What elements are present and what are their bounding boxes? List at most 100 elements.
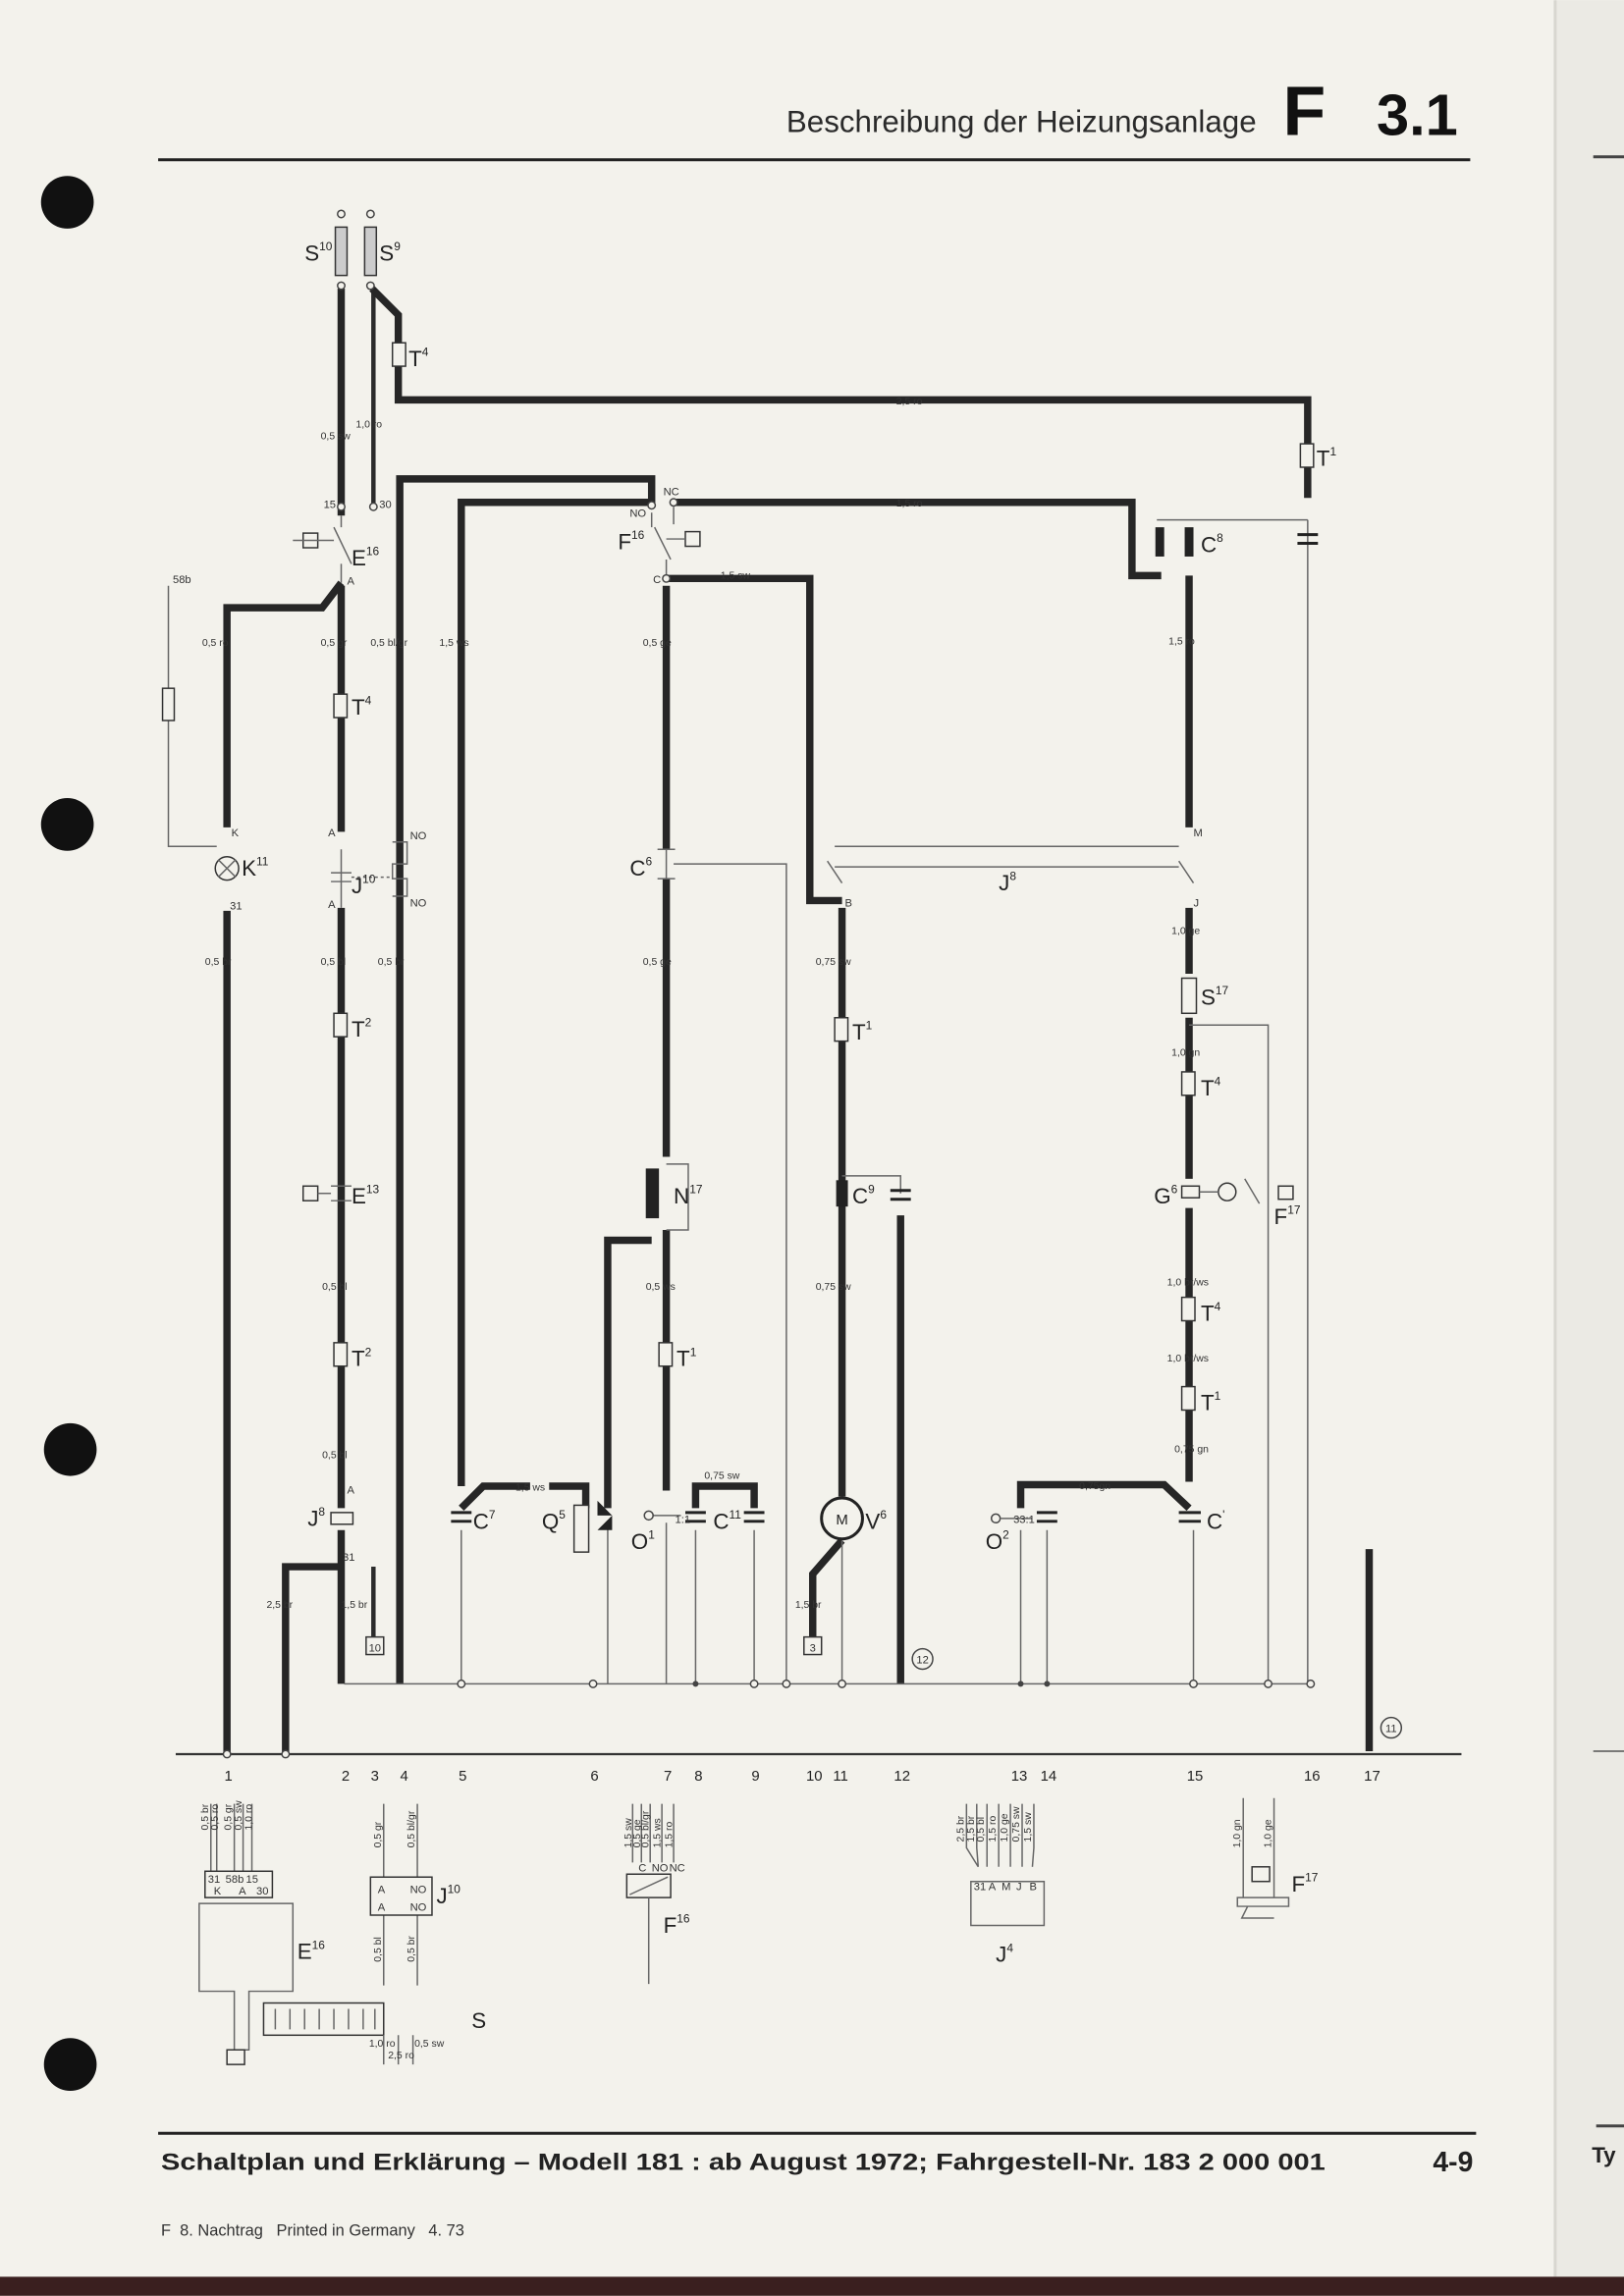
svg-text:1,0 ge: 1,0 ge: [1171, 927, 1200, 937]
svg-text:0,5 gr: 0,5 gr: [321, 638, 348, 649]
svg-text:K: K: [232, 828, 240, 839]
svg-text:31: 31: [974, 1882, 986, 1894]
svg-text:NO: NO: [410, 897, 427, 909]
label-N17: N17: [674, 1183, 703, 1208]
svg-text:C: C: [638, 1862, 646, 1874]
svg-text:0,5 bl: 0,5 bl: [373, 1937, 384, 1962]
label-J10: J10: [436, 1883, 460, 1908]
svg-text:A: A: [378, 1885, 386, 1896]
indicator-lamp-K11: [161, 687, 240, 881]
punch-hole: [43, 2038, 97, 2091]
label-T1: T1: [1201, 1389, 1221, 1415]
label-T2: T2: [352, 1345, 372, 1370]
j10-relay-view: A NO A NO 0,5 gr 0,5 bl/gr 0,5 bl 0,5 br…: [369, 1803, 460, 1986]
svg-text:31: 31: [343, 1552, 354, 1564]
svg-text:0,5 ro: 0,5 ro: [210, 1804, 221, 1831]
label-S9: S9: [379, 240, 401, 265]
svg-text:NO: NO: [629, 508, 646, 520]
svg-text:0,75 sw: 0,75 sw: [704, 1471, 739, 1482]
label-T4: T4: [352, 694, 372, 720]
page-title: Beschreibung der Heizungsanlage: [786, 104, 1257, 138]
print-note: F 8. Nachtrag Printed in Germany 4. 73: [161, 2222, 464, 2240]
glow-plug-O1: [643, 1510, 681, 1522]
label-J4: J4: [996, 1941, 1013, 1966]
relay-J10: [331, 841, 408, 908]
label-E13: E13: [352, 1183, 380, 1208]
capacitor-C9: [836, 1180, 911, 1207]
label-T4: T4: [1201, 1300, 1221, 1325]
svg-text:1: 1: [225, 1769, 233, 1785]
label-F17: F17: [1291, 1871, 1318, 1896]
svg-text:3: 3: [810, 1643, 816, 1655]
svg-text:0,5 bl: 0,5 bl: [976, 1817, 987, 1842]
fuse-S9: [363, 209, 378, 291]
svg-text:1,5 ws: 1,5 ws: [439, 638, 468, 649]
relay-J8: [827, 860, 1195, 883]
svg-text:11: 11: [833, 1769, 847, 1785]
svg-text:1,5 sw: 1,5 sw: [721, 570, 751, 581]
svg-text:0,5 bl: 0,5 bl: [321, 957, 347, 968]
svg-text:13: 13: [1011, 1769, 1028, 1785]
svg-text:0,5 gr: 0,5 gr: [373, 1821, 384, 1847]
label-K11: K11: [242, 855, 269, 881]
svg-text:0,5 bl: 0,5 bl: [322, 1451, 348, 1462]
motor-V6: M: [820, 1496, 864, 1541]
label-C8: C8: [1201, 531, 1223, 557]
svg-text:9: 9: [751, 1769, 759, 1785]
svg-text:0,5 bl/gr: 0,5 bl/gr: [406, 1810, 417, 1847]
svg-text:K: K: [214, 1886, 222, 1897]
svg-text:NO: NO: [410, 830, 427, 842]
capacitor-C1: [1178, 1511, 1201, 1523]
switch-E13: [301, 1185, 352, 1201]
track-numbers: 1 2 3 4 5 6 7 8 9 10 11 12 13 14 15 16 1…: [225, 1769, 1380, 1785]
svg-text:1,5 ro: 1,5 ro: [1168, 636, 1195, 647]
label-T4: T4: [1201, 1074, 1221, 1099]
svg-text:NO: NO: [652, 1862, 669, 1874]
label-V6: V6: [865, 1508, 887, 1533]
capacitor-C7: [451, 1511, 472, 1523]
svg-text:0,5 ge: 0,5 ge: [632, 1819, 643, 1847]
svg-text:1,5 sw: 1,5 sw: [623, 1818, 634, 1848]
svg-text:2,5 br: 2,5 br: [955, 1815, 966, 1842]
svg-text:0,5 ge: 0,5 ge: [643, 957, 672, 968]
bus-nodes: [222, 1679, 1316, 1759]
svg-text:A: A: [378, 1902, 386, 1914]
svg-text:2,5 ro: 2,5 ro: [388, 2051, 414, 2061]
j4-relay-view: 31 A M J B 2,5 br 1,5 br 0,5 bl 1,5 ro 1…: [955, 1803, 1046, 1967]
f17-switch-view: 1,0 gn 1,0 ge F17: [1232, 1797, 1319, 1919]
svg-text:12: 12: [916, 1654, 928, 1666]
svg-text:15: 15: [246, 1874, 258, 1886]
svg-text:0,75 sw: 0,75 sw: [816, 1282, 851, 1293]
svg-text:10: 10: [369, 1643, 381, 1655]
svg-text:14: 14: [1041, 1769, 1057, 1785]
glow-plug-O2: [990, 1511, 1057, 1524]
label-E16: E16: [298, 1938, 326, 1963]
svg-text:15: 15: [324, 500, 336, 511]
svg-text:11: 11: [1385, 1724, 1397, 1735]
svg-text:0,5 bl: 0,5 bl: [322, 1282, 348, 1293]
svg-text:1,5 ro: 1,5 ro: [896, 499, 923, 509]
svg-text:1,5 sw: 1,5 sw: [1023, 1812, 1034, 1842]
svg-text:1,0 ge: 1,0 ge: [1000, 1813, 1010, 1842]
svg-text:1,5 ro: 1,5 ro: [988, 1816, 999, 1842]
label-F17: F17: [1274, 1203, 1301, 1229]
coil-N17: [645, 1168, 660, 1219]
connectors: [333, 342, 1315, 1412]
svg-text:0,5 ws: 0,5 ws: [646, 1282, 676, 1293]
svg-text:J: J: [1194, 897, 1200, 909]
punch-hole: [40, 798, 94, 851]
label-E16: E16: [352, 544, 380, 569]
svg-text:1:1: 1:1: [676, 1514, 691, 1525]
svg-text:0,75gn: 0,75gn: [1079, 1481, 1110, 1492]
f16-switch-view: C NO NC 1,5 sw 0,5 ge 0,5 bl/gr 1,5 ws 1…: [623, 1803, 690, 1985]
svg-text:A: A: [989, 1882, 997, 1894]
svg-text:1,0 ge: 1,0 ge: [1264, 1819, 1274, 1847]
svg-text:1,0 ro: 1,0 ro: [244, 1804, 255, 1831]
adjacent-page-text: Ty: [1592, 2143, 1616, 2167]
svg-text:2: 2: [342, 1769, 350, 1785]
label-T1: T1: [1317, 445, 1337, 470]
svg-text:NO: NO: [410, 1902, 427, 1914]
svg-text:1,5 ws: 1,5 ws: [653, 1818, 664, 1847]
label-C6: C6: [629, 855, 652, 881]
